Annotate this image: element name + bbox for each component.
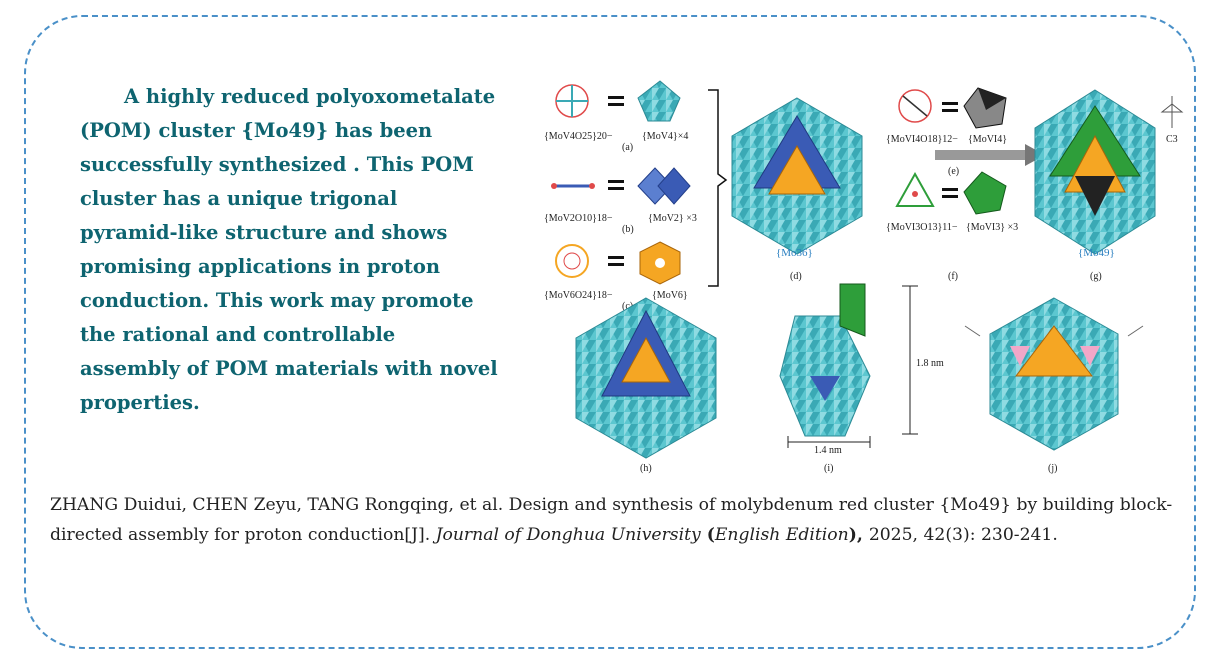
mo49-label: {Mo49}: [1078, 247, 1115, 259]
card-border: [24, 15, 1196, 649]
assembly-arrow-shaft: [935, 150, 1025, 160]
equals-a: [608, 96, 624, 106]
equals-b: [608, 180, 624, 190]
c3-axis-icon: [1160, 96, 1184, 128]
cluster-h: [575, 297, 717, 459]
cluster-f-ballstick: [895, 171, 935, 207]
citation-paren-open: (: [700, 525, 715, 545]
abstract-text: A highly reduced polyoxometalate (POM) c…: [80, 80, 500, 420]
mo36-label: {Mo36}: [776, 247, 813, 259]
cluster-j: [964, 297, 1144, 451]
label-d: (d): [790, 271, 802, 282]
label-c: (c): [622, 301, 633, 312]
formula-b: {MoV2O10}18−: [544, 213, 613, 224]
abstract-body: A highly reduced polyoxometalate (POM) c…: [80, 85, 498, 414]
citation-details: 2025, 42(3): 230-241.: [868, 525, 1058, 545]
citation-journal: Journal of Donghua University: [435, 525, 701, 545]
citation-authors-title: ZHANG Duidui, CHEN Zeyu, TANG Rongqing, …: [50, 495, 1173, 545]
height-dimension: [902, 285, 918, 435]
block-e-dark: [978, 88, 1006, 110]
formula-f: {MoVI3O13}11−: [886, 222, 958, 233]
height-label: 1.8 nm: [916, 358, 944, 369]
cluster-mo49: [1034, 89, 1156, 255]
citation-edition: English Edition: [714, 525, 849, 545]
block-e-label: {MoVI4}: [968, 134, 1007, 145]
label-g: (g): [1090, 271, 1102, 282]
block-f-polyhedra: [963, 171, 1007, 215]
citation-paren-close: ),: [848, 525, 869, 545]
width-dimension: [787, 436, 871, 448]
block-a-polyhedra: [637, 80, 681, 122]
structure-figure: {MoV4O25}20− {MoV4}×4 (a) {MoV2O10}18− {…: [544, 80, 1184, 474]
block-c-center: [655, 258, 665, 268]
label-a: (a): [622, 142, 633, 153]
block-a-label: {MoV4}×4: [642, 131, 688, 142]
formula-a: {MoV4O25}20−: [544, 131, 613, 142]
cluster-e-ballstick: [898, 89, 932, 123]
cluster-i: [779, 283, 871, 437]
cluster-c-ballstick: [555, 244, 589, 278]
equals-c: [608, 256, 624, 266]
equals-f: [942, 188, 958, 198]
equals-e: [942, 102, 958, 112]
label-e: (e): [948, 166, 959, 177]
group-brace: [708, 89, 728, 287]
label-h: (h): [640, 463, 652, 474]
symmetry-label: C3: [1166, 134, 1178, 145]
block-c-label: {MoV6}: [652, 290, 688, 301]
label-b: (b): [622, 224, 634, 235]
label-j: (j): [1048, 463, 1057, 474]
width-label: 1.4 nm: [814, 445, 842, 456]
citation: ZHANG Duidui, CHEN Zeyu, TANG Rongqing, …: [50, 490, 1195, 550]
cluster-mo36: [731, 97, 863, 255]
cluster-b-ballstick: [551, 183, 595, 189]
block-f-label: {MoVI3} ×3: [966, 222, 1018, 233]
block-b-polyhedra-2: [657, 167, 691, 205]
formula-c: {MoV6O24}18−: [544, 290, 613, 301]
label-i: (i): [824, 463, 833, 474]
block-b-label: {MoV2} ×3: [648, 213, 697, 224]
label-f: (f): [948, 271, 958, 282]
formula-e: {MoVI4O18}12−: [886, 134, 958, 145]
cluster-a-ballstick: [555, 84, 589, 118]
